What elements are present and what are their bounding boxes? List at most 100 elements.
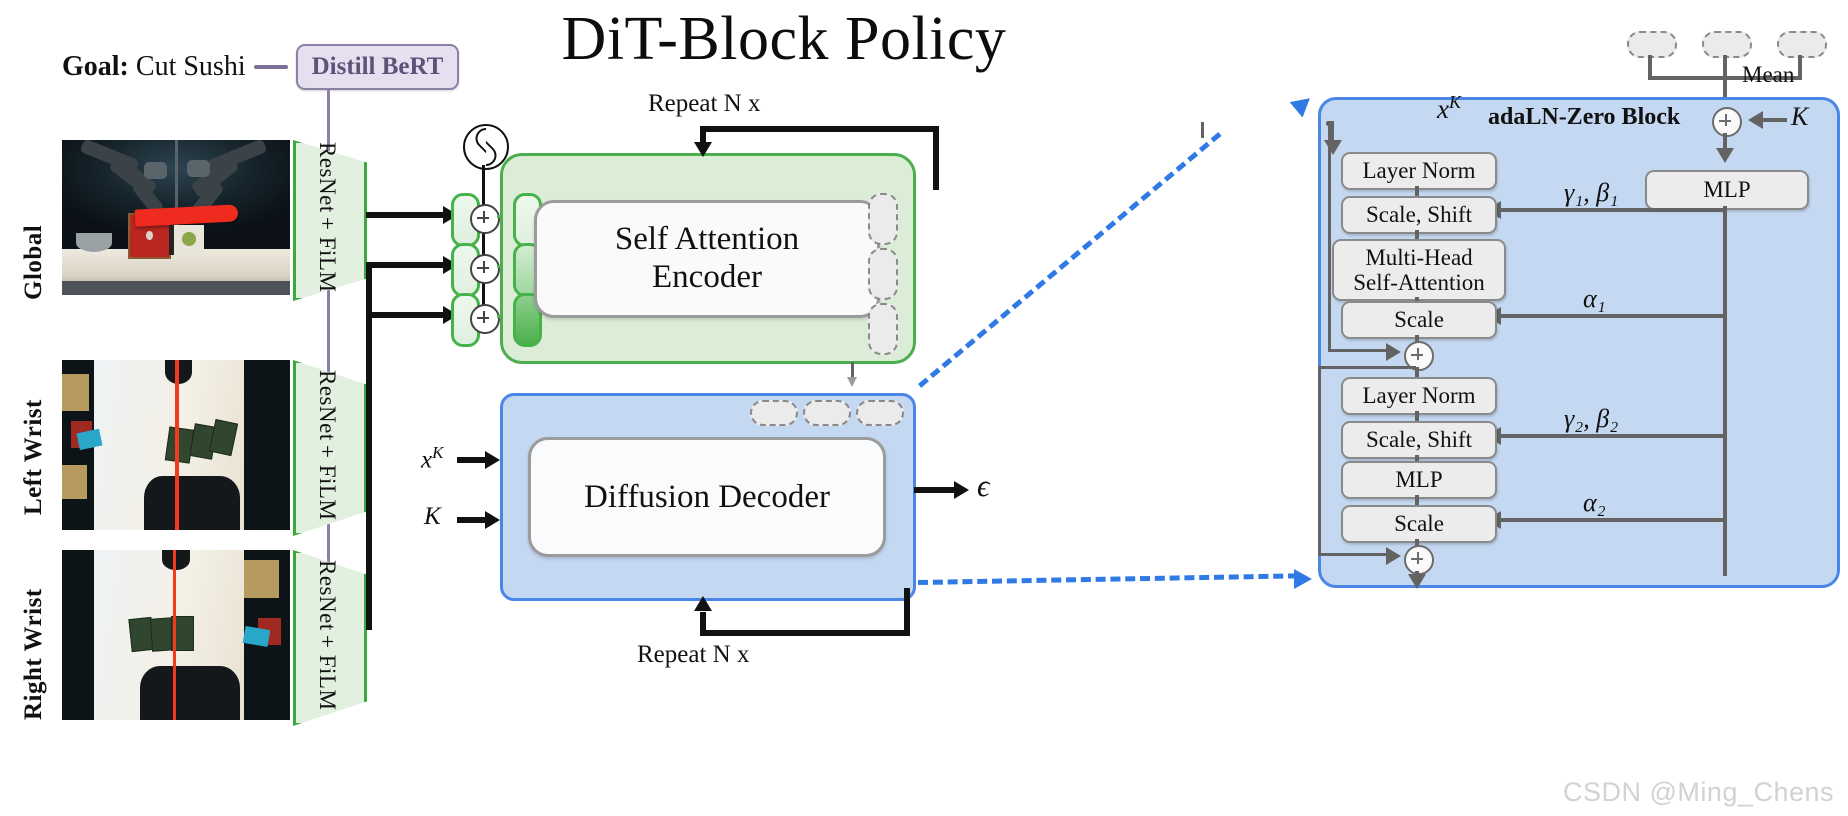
adaln-input-token-3 (1777, 31, 1827, 58)
feed-line-left-c (366, 262, 444, 268)
alpha-2-line (1500, 518, 1727, 522)
zoom-connector-top-arrow (1289, 90, 1317, 118)
mean-branch-1 (1648, 55, 1652, 79)
decoder-repeat-arrow (694, 596, 712, 611)
self-attention-encoder-box: Self Attention Encoder (534, 200, 880, 318)
page-title: DiT-Block Policy (0, 4, 1848, 75)
goal-row: Goal: Cut Sushi Distill BeRT (62, 44, 460, 90)
adaln-layer-norm-2[interactable]: Layer Norm (1341, 377, 1497, 415)
decoder-title: Diffusion Decoder (584, 478, 830, 515)
adaln-x-stem (1201, 122, 1204, 138)
zoom-connector-top (918, 132, 1222, 388)
adaln-k-to-mlp-arrow (1716, 148, 1734, 163)
decoder-input-xk-line (457, 457, 487, 463)
decoder-input-xk-arrow (485, 451, 500, 469)
adaln-input-x-sup: K (1448, 92, 1461, 112)
encoder-output-token-2 (868, 248, 898, 300)
adaln-link-8 (1415, 495, 1419, 505)
skip1-h1 (1328, 123, 1334, 126)
adaln-x-arrow (1324, 140, 1342, 155)
posenc-stem (482, 165, 485, 325)
decoder-cond-token-3 (856, 400, 904, 426)
adaln-k-to-mlp-line (1723, 133, 1727, 151)
skip2-arrow (1386, 547, 1401, 565)
encoder-repeat-right (933, 126, 939, 190)
vision-encoder-label-right-l2: + FiLM (315, 634, 341, 711)
decoder-repeat-right (904, 588, 910, 636)
adaln-link-1 (1415, 186, 1419, 196)
skip2-h2 (1318, 553, 1390, 556)
gamma-beta-2-label: γ₂, β₂ (1564, 404, 1619, 433)
adaln-input-k-label: K (1791, 102, 1809, 131)
decoder-repeat-left (700, 612, 706, 636)
vision-encoder-label-right-l1: ResNet (315, 559, 341, 631)
mean-branch-2 (1723, 55, 1727, 125)
vision-encoder-right-wrist[interactable]: ResNet + FiLM (293, 550, 367, 726)
bert-stem-line (327, 88, 330, 648)
adaln-k-adder (1712, 107, 1742, 137)
decoder-input-xk: xK (421, 443, 443, 474)
feed-line-right-c (366, 312, 444, 318)
decoder-output-arrow (954, 481, 969, 499)
vision-encoder-global[interactable]: ResNet + FiLM (293, 140, 367, 301)
decoder-input-k-line (457, 517, 487, 523)
distill-bert-box[interactable]: Distill BeRT (295, 44, 460, 90)
adaln-k-arrow (1748, 111, 1763, 129)
adaln-multi-head-self-attention[interactable]: Multi-Head Self-Attention (1332, 239, 1506, 301)
encoder-repeat-top (700, 126, 939, 132)
camera-view-right-wrist (62, 550, 290, 720)
decoder-input-k-arrow (485, 511, 500, 529)
goal-connector-dash (253, 65, 288, 69)
camera-label-right-wrist: Right Wrist (20, 588, 47, 720)
adaln-link-4 (1415, 335, 1419, 344)
adaln-k-line (1763, 118, 1787, 122)
vision-encoder-label-left-l1: ResNet (315, 369, 341, 441)
adaln-input-x: x (1437, 94, 1449, 124)
adaln-mlp[interactable]: MLP (1341, 461, 1497, 499)
encoder-output-token-3 (868, 303, 898, 355)
skip1-down (1328, 123, 1331, 352)
encoder-title-line1: Self Attention (614, 221, 800, 258)
adaln-link-2 (1415, 230, 1419, 239)
alpha-1-label: α₁ (1583, 284, 1606, 313)
gamma-beta-1-line (1500, 208, 1727, 212)
decoder-input-k: K (424, 503, 441, 530)
encoder-to-decoder-line (851, 362, 854, 380)
zoom-connector-bottom-arrow (1294, 569, 1312, 589)
feed-line-global (366, 212, 444, 218)
adaln-scale-1[interactable]: Scale (1341, 301, 1497, 339)
skip1-arrow (1386, 343, 1401, 361)
feed-line-right-b (366, 312, 372, 630)
decoder-output-epsilon: ϵ (977, 468, 990, 503)
decoder-input-xk-sup: K (432, 443, 444, 462)
adaln-link-6 (1415, 411, 1419, 421)
goal-task: Cut Sushi (135, 51, 246, 82)
diffusion-decoder-box: Diffusion Decoder (528, 437, 886, 557)
adaln-x-drop (1330, 122, 1334, 144)
camera-label-global: Global (20, 224, 47, 300)
decoder-output-line (914, 487, 956, 493)
vision-encoder-label-left-l2: + FiLM (315, 444, 341, 521)
adaln-layer-norm-1[interactable]: Layer Norm (1341, 152, 1497, 190)
adaln-scale-2[interactable]: Scale (1341, 505, 1497, 543)
adaln-input-token-1 (1627, 31, 1677, 58)
adaln-input-token-2 (1702, 31, 1752, 58)
goal-prefix: Goal: (62, 51, 129, 82)
camera-view-global (62, 140, 290, 295)
adaln-residual-adder-2 (1404, 545, 1434, 575)
encoder-repeat-left (700, 126, 706, 146)
zoom-connector-bottom (918, 573, 1299, 585)
watermark: CSDN @Ming_Chens (1563, 777, 1834, 807)
adaln-modulation-mlp[interactable]: MLP (1645, 170, 1809, 210)
vision-encoder-left-wrist[interactable]: ResNet + FiLM (293, 360, 367, 536)
encoder-repeat-label: Repeat N x (648, 90, 761, 117)
adaln-link-5 (1415, 367, 1419, 377)
goal-text: Goal: Cut Sushi (62, 51, 246, 83)
decoder-repeat-label: Repeat N x (637, 641, 750, 668)
mean-bus (1648, 76, 1802, 80)
vision-encoder-label-global-l1: ResNet (315, 142, 341, 214)
adaln-title: adaLN-Zero Block (1488, 104, 1681, 130)
adaln-scale-shift-1[interactable]: Scale, Shift (1341, 196, 1497, 234)
adaln-scale-shift-2[interactable]: Scale, Shift (1341, 421, 1497, 459)
alpha-2-label: α₂ (1583, 488, 1606, 517)
